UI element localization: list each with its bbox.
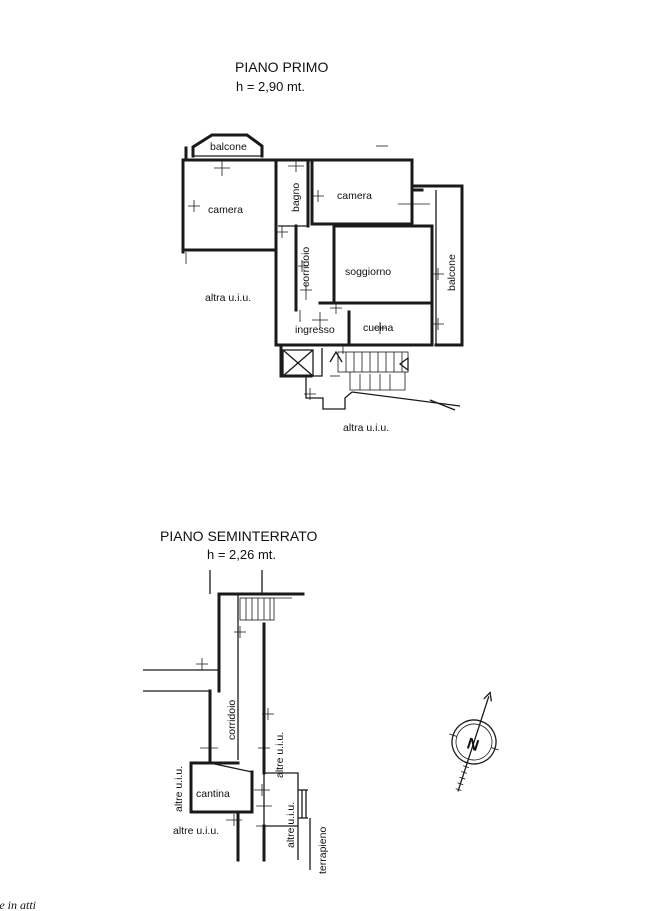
room-label-balcone-right: balcone: [446, 254, 458, 291]
room-label-basement-corridoio: corridoio: [226, 700, 238, 740]
room-label-altre-uiu-center: altre u.i.u.: [274, 732, 286, 778]
stairs-hatch: [329, 350, 409, 391]
basement-height: h = 2,26 mt.: [207, 547, 276, 562]
first-floor-walls: [181, 133, 464, 411]
room-label-altra-uiu-left: altra u.i.u.: [205, 292, 251, 304]
first-floor-title: PIANO PRIMO: [235, 59, 328, 75]
basement-stairs-hatch: [239, 597, 292, 621]
room-label-altre-uiu-bottom: altre u.i.u.: [173, 825, 219, 837]
room-label-camera-right: camera: [337, 190, 372, 202]
room-label-cantina: cantina: [196, 788, 230, 800]
room-label-altra-uiu-bottom: altra u.i.u.: [343, 422, 389, 434]
elevator-shaft: [282, 349, 314, 377]
first-floor-plan: PIANO PRIMO h = 2,90 mt.: [181, 59, 464, 434]
room-label-balcone-top: balcone: [210, 141, 247, 153]
first-floor-height: h = 2,90 mt.: [236, 79, 305, 94]
room-label-soggiorno: soggiorno: [345, 266, 391, 278]
footnote-text: ie in atti: [0, 898, 36, 911]
room-label-ingresso: ingresso: [295, 324, 335, 336]
room-label-cucina: cucina: [363, 322, 394, 334]
basement-title: PIANO SEMINTERRATO: [160, 528, 318, 544]
room-label-altre-uiu-left: altre u.i.u.: [173, 766, 185, 812]
compass-north-letter: N: [465, 735, 481, 755]
room-label-bagno: bagno: [290, 183, 302, 212]
room-label-altre-uiu-right: altre u.i.u.: [285, 802, 297, 848]
basement-markers: [196, 626, 274, 832]
north-arrow-icon: N: [449, 691, 499, 792]
room-label-terrapieno: terrapieno: [317, 827, 329, 874]
basement-plan: PIANO SEMINTERRATO h = 2,26 mt.: [143, 528, 329, 874]
survey-markers: [185, 145, 444, 400]
room-label-camera-left: camera: [208, 204, 243, 216]
room-label-corridoio: corridoio: [300, 247, 312, 287]
